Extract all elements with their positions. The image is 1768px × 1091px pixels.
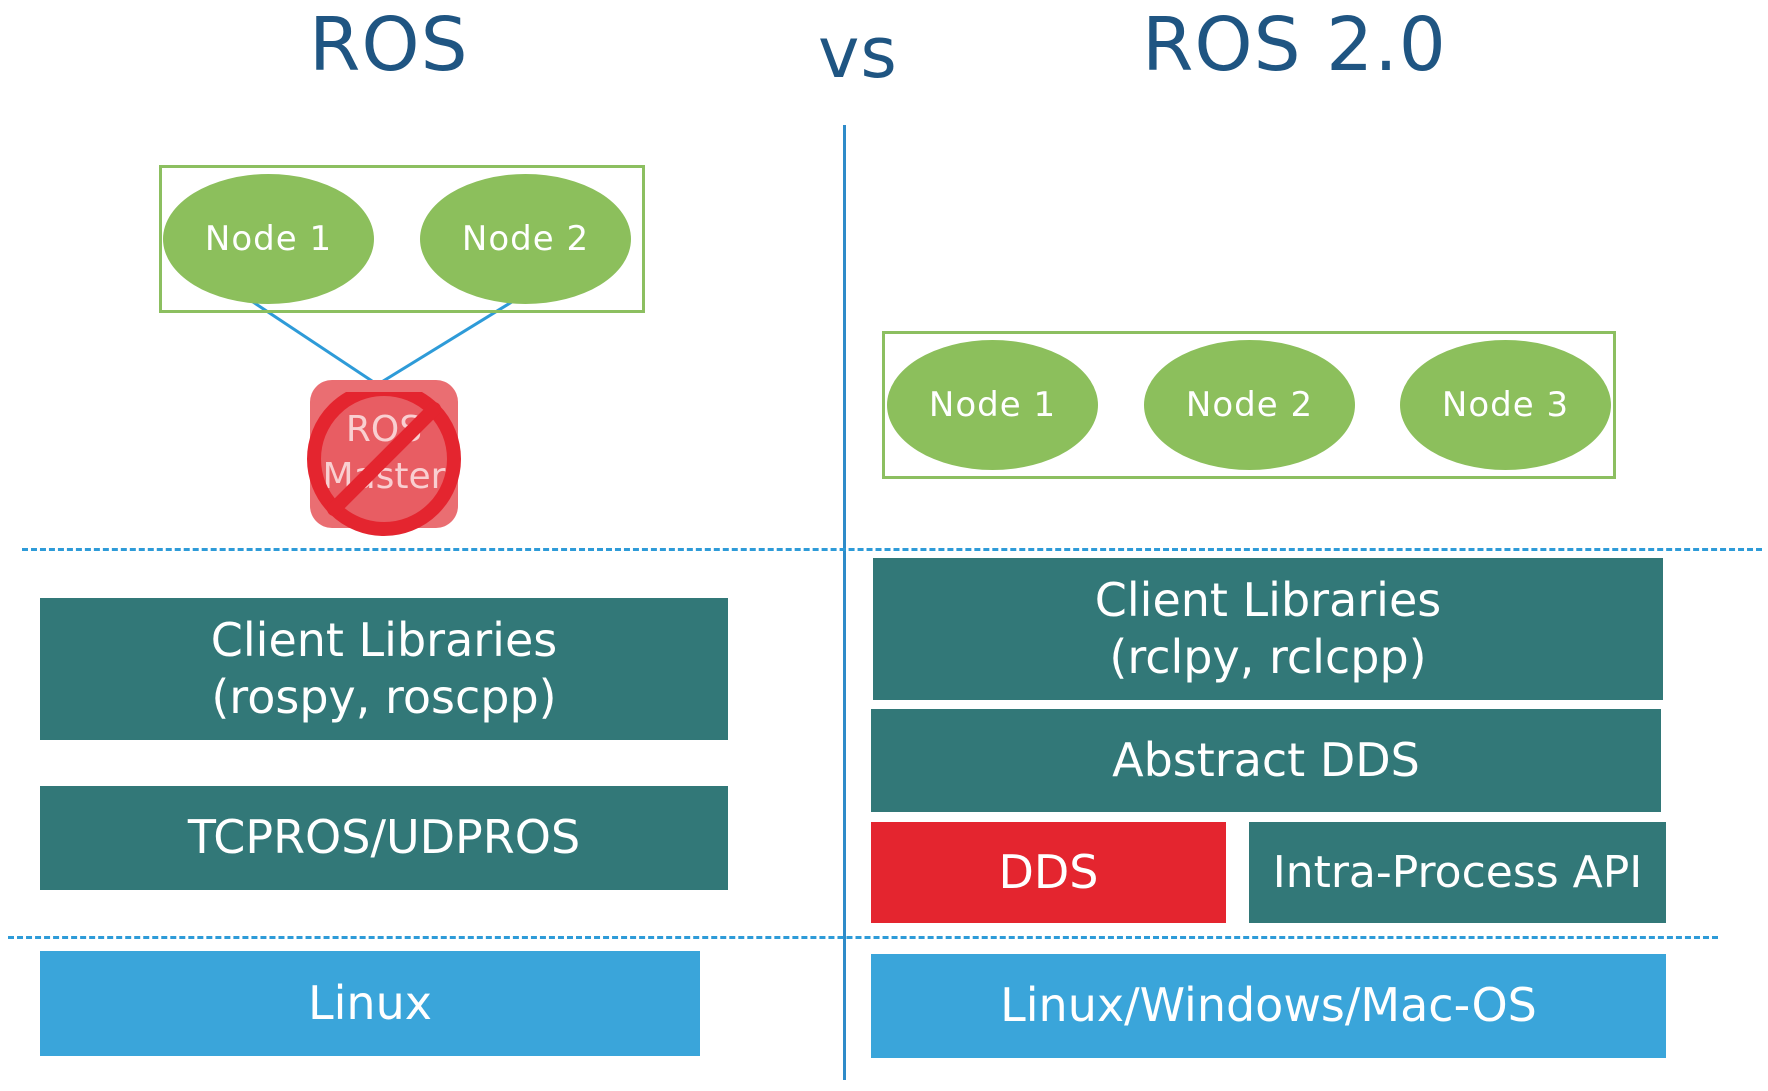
ros2-dds-label: DDS: [998, 844, 1099, 899]
upper-dashed-divider: [22, 548, 1762, 551]
ros2-dds: DDS: [871, 822, 1226, 923]
ros2-node-1[interactable]: Node 1: [887, 340, 1098, 470]
ros2-os-layer: Linux/Windows/Mac-OS: [871, 954, 1666, 1058]
ros1-node-2[interactable]: Node 2: [420, 174, 631, 304]
ros2-client-libraries-sub: (rclpy, rclcpp): [1109, 630, 1427, 684]
vertical-divider: [843, 125, 846, 1080]
ros2-abstract-dds: Abstract DDS: [871, 709, 1661, 812]
ros1-client-libraries: Client Libraries (rospy, roscpp): [40, 598, 728, 740]
ros2-os-label: Linux/Windows/Mac-OS: [1000, 978, 1537, 1033]
ros2-client-libraries: Client Libraries (rclpy, rclcpp): [873, 558, 1663, 700]
ros2-node-group: [882, 331, 1616, 479]
ros2-abstract-dds-label: Abstract DDS: [1112, 732, 1420, 787]
ros2-title: ROS 2.0: [1142, 2, 1447, 88]
node2-master-link: [379, 298, 516, 385]
ros2-node-3[interactable]: Node 3: [1400, 340, 1611, 470]
ros1-os-layer: Linux: [40, 951, 700, 1056]
ros2-client-libraries-title: Client Libraries: [1094, 572, 1442, 627]
vs-label: vs: [818, 12, 898, 94]
lower-dashed-divider: [8, 936, 1718, 939]
ros2-intra-process-api: Intra-Process API: [1249, 822, 1666, 923]
ros1-client-libraries-title: Client Libraries: [210, 612, 558, 667]
ros-title: ROS: [309, 2, 469, 88]
ros1-transport-label: TCPROS/UDPROS: [187, 810, 581, 865]
ros1-node-1[interactable]: Node 1: [163, 174, 374, 304]
ros1-node-group: [159, 165, 645, 313]
ros1-transport-layer: TCPROS/UDPROS: [40, 786, 728, 890]
prohibited-sign-icon: [307, 392, 461, 536]
ros2-intra-process-label: Intra-Process API: [1272, 847, 1643, 898]
ros2-node-2[interactable]: Node 2: [1144, 340, 1355, 470]
ros1-client-libraries-sub: (rospy, roscpp): [211, 670, 557, 724]
node1-master-link: [249, 298, 376, 385]
ros1-os-label: Linux: [308, 975, 432, 1030]
